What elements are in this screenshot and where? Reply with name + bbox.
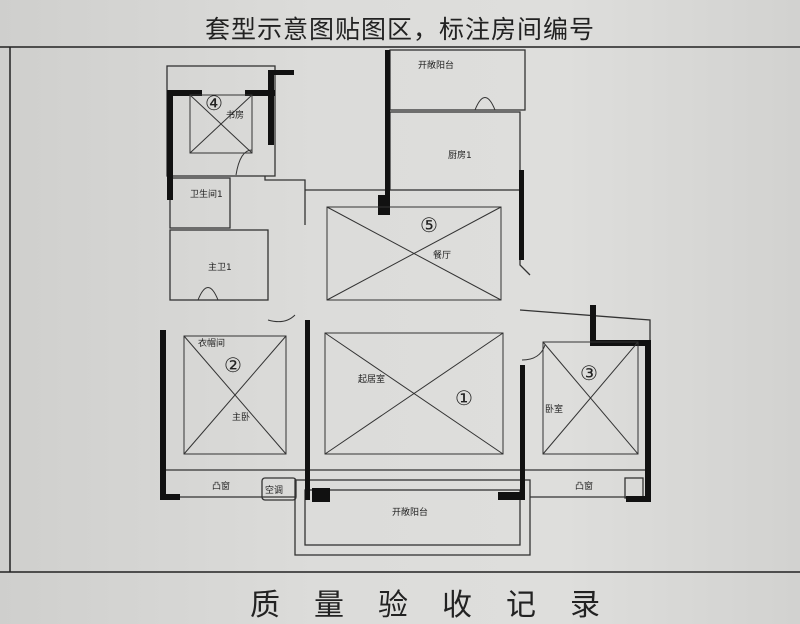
room-number-living: ①: [455, 386, 473, 410]
room-cross-boxes: [183, 94, 639, 455]
label-bay-window-right: 凸窗: [575, 480, 593, 492]
room-label-bedroom: 卧室: [545, 403, 563, 415]
walls-thick: [160, 50, 651, 502]
room-number-study: ④: [205, 91, 223, 115]
room-number-master-bedroom: ②: [224, 353, 242, 377]
label-bathroom: 卫生间1: [190, 188, 223, 200]
walls-thin: [165, 49, 651, 556]
floor-plan: ④ 书房 ⑤ 餐厅 ② 主卧 ① 起居室 ③ 卧室 开敞阳台 厨房1 卫生间1 …: [0, 46, 800, 573]
footer-heading: 质量验收记录: [250, 588, 634, 623]
label-master-bath: 主卫1: [208, 261, 232, 273]
room-number-dining: ⑤: [420, 213, 438, 237]
label-cloakroom: 衣帽间: [198, 337, 225, 349]
page-border-lines: [0, 46, 800, 573]
room-label-dining: 餐厅: [433, 249, 451, 261]
label-balcony-top: 开敞阳台: [418, 59, 454, 71]
room-number-bedroom: ③: [580, 361, 598, 385]
label-bay-window-left: 凸窗: [212, 480, 230, 492]
label-balcony-bottom: 开敞阳台: [392, 506, 428, 518]
label-kitchen: 厨房1: [448, 149, 472, 161]
room-label-study: 书房: [226, 109, 244, 121]
room-label-living: 起居室: [358, 373, 385, 385]
room-label-master-bedroom: 主卧: [232, 411, 250, 423]
page-title: 套型示意图贴图区，标注房间编号: [204, 15, 595, 44]
label-ac-unit: 空调: [265, 484, 283, 496]
door-arcs: [197, 97, 546, 361]
